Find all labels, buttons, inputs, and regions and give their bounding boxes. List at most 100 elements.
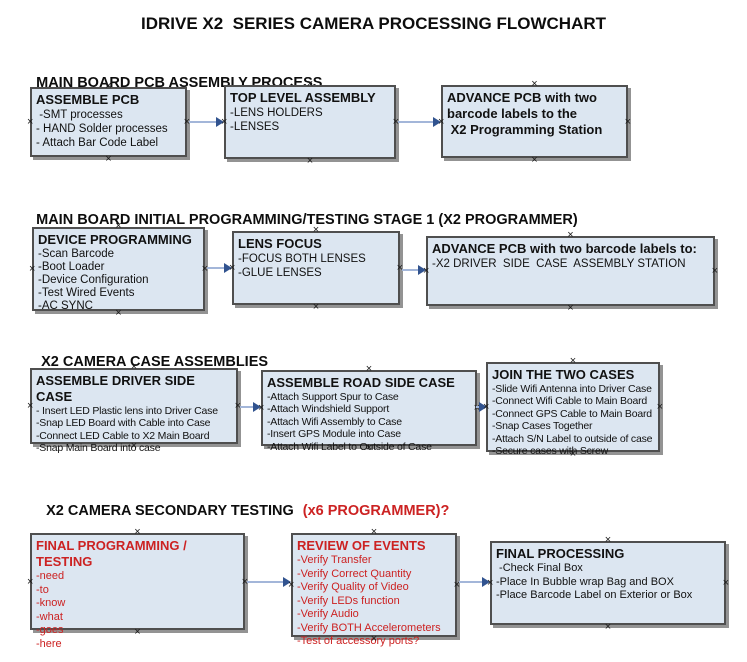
box-item: -what xyxy=(36,610,63,623)
connector-handle-icon xyxy=(570,357,576,365)
box-item: -Connect GPS Cable to Main Board xyxy=(492,407,652,420)
box-item: -Device Configuration xyxy=(38,274,149,286)
box-advance-pcb-driver-side-station[interactable]: ADVANCE PCB with two barcode labels to: … xyxy=(426,236,715,306)
connector-handle-icon xyxy=(366,365,372,373)
box-item: -Insert GPS Module into Case xyxy=(267,428,401,441)
flow-arrow[interactable] xyxy=(189,117,224,127)
connector-handle-icon xyxy=(307,80,313,88)
box-title: ASSEMBLE ROAD SIDE CASE xyxy=(267,375,455,390)
box-item: -Place In Bubble wrap Bag and BOX xyxy=(496,575,674,588)
box-item: -Verify Audio xyxy=(297,608,359,620)
box-item: -LENSES xyxy=(230,121,280,133)
box-device-programming[interactable]: DEVICE PROGRAMMING -Scan Barcode -Boot L… xyxy=(29,227,205,312)
connector-handle-icon xyxy=(27,578,33,586)
box-item: -Check Final Box xyxy=(496,562,583,574)
connector-handle-icon xyxy=(307,157,313,165)
connector-handle-icon xyxy=(570,450,576,458)
box-title: REVIEW OF EVENTS xyxy=(297,538,426,553)
box-item: - Attach Bar Code Label xyxy=(36,137,159,149)
box-item: - HAND Solder processes xyxy=(36,123,168,135)
box-item: -goes xyxy=(36,624,64,636)
box-join-the-two-cases[interactable]: JOIN THE TWO CASES -Slide Wifi Antenna i… xyxy=(483,362,663,457)
box-item: -Test Wired Events xyxy=(38,287,135,299)
box-advance-pcb-programming-station[interactable]: ADVANCE PCB with two barcode labels to t… xyxy=(441,85,628,158)
box-lens-focus[interactable]: LENS FOCUS -FOCUS BOTH LENSES -GLUE LENS… xyxy=(232,231,400,305)
connector-handle-icon xyxy=(712,267,718,275)
box-item: -Attach Wifi Assembly to Case xyxy=(267,415,402,428)
box-item: -Verify Quality of Video xyxy=(297,581,409,593)
box-item: -need xyxy=(36,570,65,582)
connector-handle-icon xyxy=(531,156,537,164)
box-title: ADVANCE PCB with two barcode labels to t… xyxy=(447,90,603,137)
box-assemble-pcb[interactable]: ASSEMBLE PCB -SMT processes - HAND Solde… xyxy=(30,87,187,157)
flow-arrow[interactable] xyxy=(247,577,291,587)
section-heading-secondary-testing: X2 CAMERA SECONDARY TESTING(x6 PROGRAMME… xyxy=(30,487,449,535)
box-assemble-road-side-case[interactable]: ASSEMBLE ROAD SIDE CASE -Attach Support … xyxy=(261,370,477,453)
box-item: - Insert LED Plastic lens into Driver Ca… xyxy=(36,405,218,417)
flow-arrow[interactable] xyxy=(459,577,490,587)
section-heading-text: X2 CAMERA CASE ASSEMBLIES xyxy=(41,354,269,370)
box-item: -Verify BOTH Accelerometers xyxy=(297,621,441,634)
connector-handle-icon xyxy=(366,444,372,452)
box-title: ADVANCE PCB with two barcode labels to: xyxy=(432,241,697,256)
box-item: -Attach Windshield Support xyxy=(267,403,390,416)
box-item: -know xyxy=(36,597,66,609)
connector-handle-icon xyxy=(605,623,611,631)
section-heading-case-assemblies: X2 CAMERA CASE ASSEMBLIES xyxy=(25,338,268,386)
flow-arrow[interactable] xyxy=(398,117,441,127)
connector-handle-icon xyxy=(423,267,429,275)
box-item: -Snap Main Board into case xyxy=(36,442,161,455)
box-item: -Slide Wifi Antenna into Driver Case xyxy=(492,383,652,395)
connector-handle-icon xyxy=(657,403,663,411)
connector-handle-icon xyxy=(567,231,573,239)
box-title: TOP LEVEL ASSEMBLY xyxy=(230,90,376,105)
connector-handle-icon xyxy=(371,635,377,643)
box-title: JOIN THE TWO CASES xyxy=(492,367,635,382)
page-title: IDRIVE X2 SERIES CAMERA PROCESSING FLOWC… xyxy=(140,14,607,33)
connector-handle-icon xyxy=(483,403,489,411)
box-item: -Scan Barcode xyxy=(38,248,115,260)
connector-handle-icon xyxy=(313,226,319,234)
box-title: FINAL PROCESSING xyxy=(496,546,625,561)
box-item: -Snap Cases Together xyxy=(492,420,593,433)
connector-handle-icon xyxy=(313,303,319,311)
flow-arrow[interactable] xyxy=(402,265,426,275)
box-item: -Connect Wifi Cable to Main Board xyxy=(492,395,648,408)
box-title: FINAL PROGRAMMING / TESTING xyxy=(36,538,191,569)
box-item: -AC SYNC xyxy=(38,300,93,312)
box-item: -Verify LEDs function xyxy=(297,594,400,607)
box-item: -Connect LED Cable to X2 Main Board xyxy=(36,429,210,442)
box-title: ASSEMBLE DRIVER SIDE CASE xyxy=(36,373,199,404)
connector-handle-icon xyxy=(487,579,493,587)
box-item: -LENS HOLDERS xyxy=(230,107,323,119)
connector-handle-icon xyxy=(27,402,33,410)
box-item: -Snap LED Board with Cable into Case xyxy=(36,417,211,430)
section-heading-red-text: (x6 PROGRAMMER)? xyxy=(302,503,450,519)
connector-handle-icon xyxy=(605,536,611,544)
flow-arrow[interactable] xyxy=(240,402,261,412)
box-item: -GLUE LENSES xyxy=(238,267,322,279)
box-item: -Attach Support Spur to Case xyxy=(267,391,399,403)
box-item: -Verify Correct Quantity xyxy=(297,567,412,580)
box-final-processing[interactable]: FINAL PROCESSING -Check Final Box -Place… xyxy=(490,541,726,625)
connector-handle-icon xyxy=(29,265,35,273)
box-top-level-assembly[interactable]: TOP LEVEL ASSEMBLY -LENS HOLDERS -LENSES xyxy=(224,85,396,159)
connector-handle-icon xyxy=(115,222,121,230)
box-item: -Place Barcode Label on Exterior or Box xyxy=(496,589,693,601)
connector-handle-icon xyxy=(371,528,377,536)
box-assemble-driver-side-case[interactable]: ASSEMBLE DRIVER SIDE CASE - Insert LED P… xyxy=(27,368,238,454)
box-title: ASSEMBLE PCB xyxy=(36,92,140,107)
box-review-of-events[interactable]: REVIEW OF EVENTS -Verify Transfer -Verif… xyxy=(288,533,457,647)
box-item: -here xyxy=(36,637,62,650)
section-heading-text: MAIN BOARD INITIAL PROGRAMMING/TESTING S… xyxy=(36,212,578,228)
connector-handle-icon xyxy=(438,118,444,126)
connector-handle-icon xyxy=(567,304,573,312)
flow-arrow[interactable] xyxy=(207,263,232,273)
box-item: -Boot Loader xyxy=(38,261,105,273)
connector-handle-icon xyxy=(531,80,537,88)
connector-handle-icon xyxy=(131,363,137,371)
connector-handle-icon xyxy=(288,581,294,589)
box-final-programming-testing[interactable]: FINAL PROGRAMMING / TESTING -need -to -k… xyxy=(27,533,245,650)
connector-handle-icon xyxy=(625,118,631,126)
box-title: DEVICE PROGRAMMING xyxy=(38,232,192,247)
